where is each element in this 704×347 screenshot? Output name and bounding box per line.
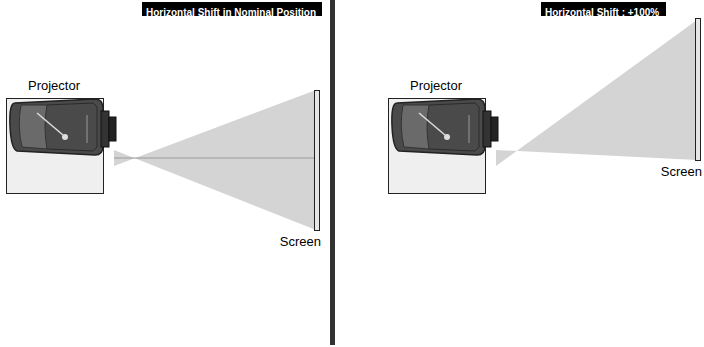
projector-box: Projector	[388, 98, 486, 194]
part-label: Screen	[661, 164, 702, 179]
title-text: Horizontal Shift in Nominal Position	[142, 6, 320, 20]
title-bar: Horizontal Shift in Nominal Position	[142, 2, 322, 16]
projector-icon	[389, 51, 509, 191]
title-text: Horizontal Shift : +100%	[541, 6, 663, 20]
screen-panel: Screen	[314, 90, 320, 231]
beam-axis	[114, 158, 316, 159]
light-beam	[114, 90, 316, 230]
screen-panel: Screen	[695, 18, 701, 161]
divider-bar	[330, 0, 335, 345]
part-label: Projector	[410, 78, 462, 93]
part-label: Screen	[280, 234, 321, 249]
title-bar: Horizontal Shift : +100%	[541, 2, 666, 16]
projector-box: Projector	[6, 98, 104, 194]
light-beam	[496, 20, 697, 166]
projector-icon	[7, 51, 127, 191]
part-label: Projector	[28, 78, 80, 93]
